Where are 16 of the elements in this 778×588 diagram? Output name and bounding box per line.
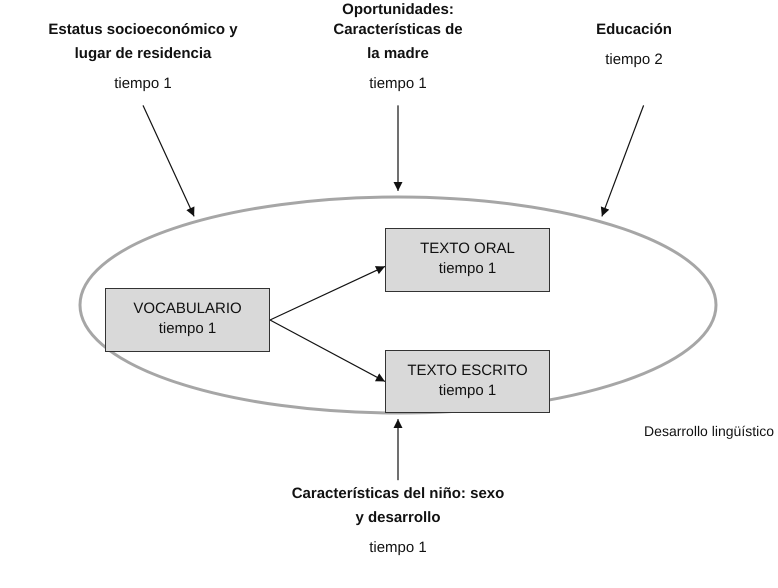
arrow: [270, 266, 386, 321]
group-heading: Oportunidades:: [341, 0, 455, 20]
arrow: [142, 105, 195, 217]
region-caption: Desarrollo lingüístico: [644, 423, 774, 439]
time-note: tiempo 2: [604, 50, 664, 70]
arrow: [270, 319, 386, 382]
arrow: [394, 419, 402, 480]
arrow: [600, 105, 644, 217]
process-box: VOCABULARIO tiempo 1: [105, 288, 270, 352]
process-box: TEXTO ORAL tiempo 1: [385, 228, 550, 292]
arrow: [394, 105, 402, 191]
factor-heading: Educación: [595, 20, 673, 40]
time-note: tiempo 1: [368, 74, 428, 94]
time-note: tiempo 1: [368, 538, 428, 558]
time-note: tiempo 1: [113, 74, 173, 94]
process-box: TEXTO ESCRITO tiempo 1: [385, 350, 550, 413]
